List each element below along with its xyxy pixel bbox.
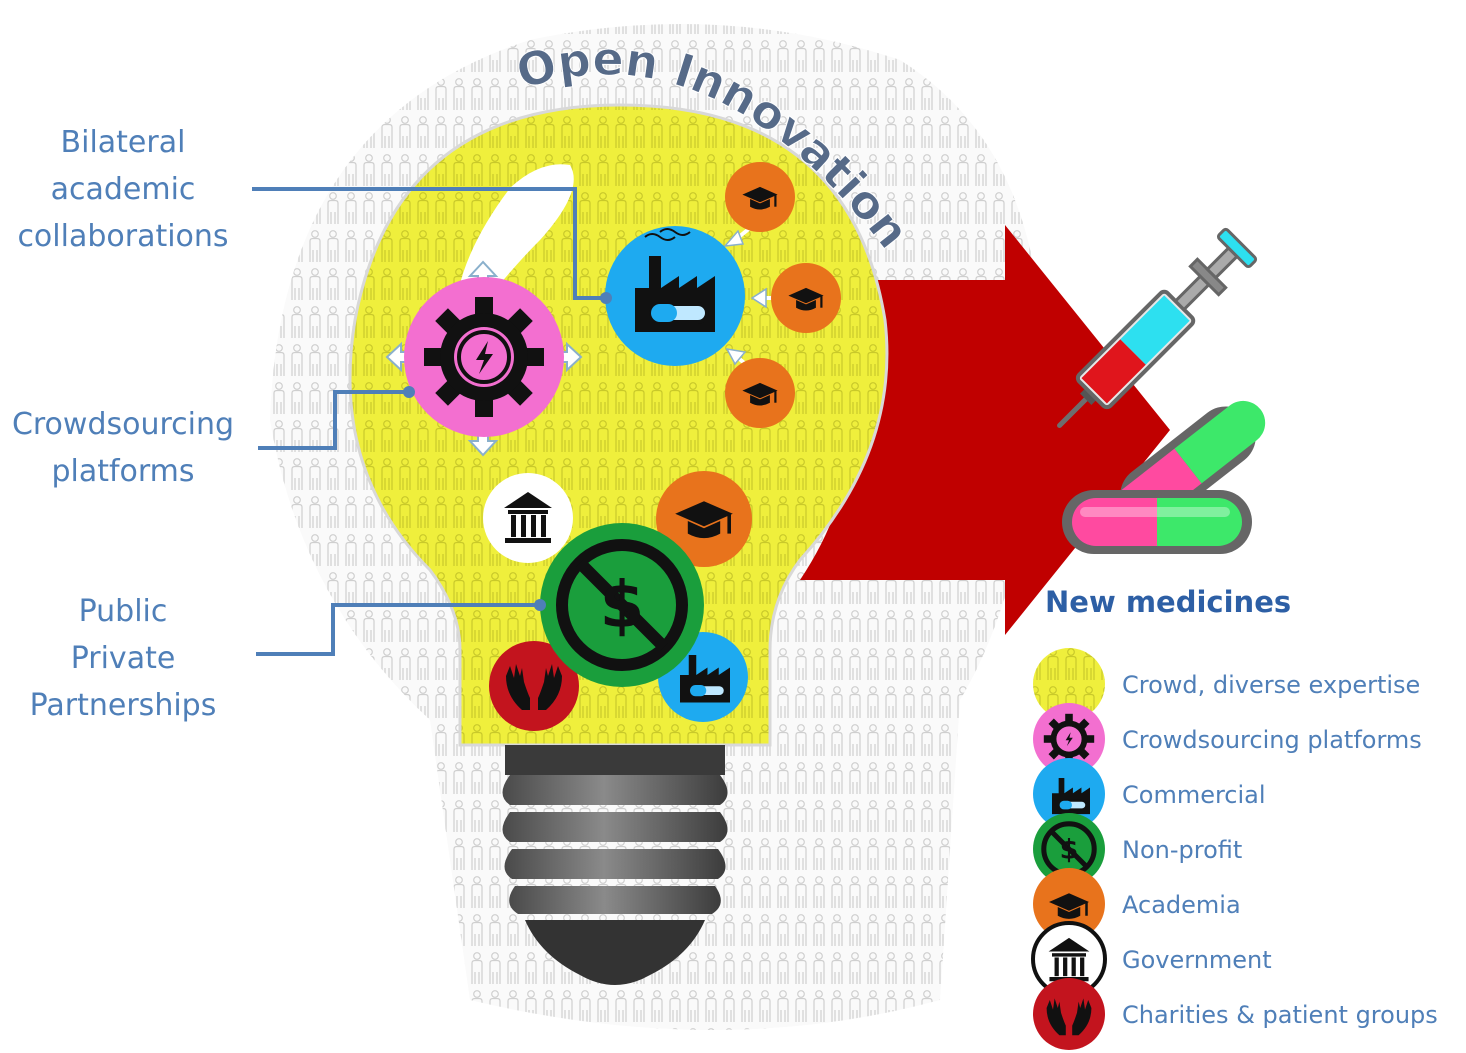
connector-lines — [252, 187, 606, 656]
academia-satellite — [771, 263, 841, 333]
label-line: academic — [50, 172, 196, 207]
factory-icon — [1033, 758, 1105, 830]
charity-node — [489, 641, 579, 731]
government-building-icon — [504, 492, 552, 543]
graduation-cap-icon — [1033, 868, 1105, 940]
legend-item: Commercial — [1032, 767, 1462, 823]
legend-icons: $ — [1031, 648, 1107, 1050]
nonprofit-node: $ — [540, 523, 704, 687]
legend-label: Charities & patient groups — [1122, 1001, 1438, 1029]
academia-satellite — [725, 162, 795, 232]
no-dollar-icon: $ — [556, 539, 688, 671]
hands-icon — [1033, 978, 1105, 1050]
legend-item: Academia — [1032, 877, 1462, 933]
label-line: platforms — [51, 454, 195, 489]
legend-label: Crowdsourcing platforms — [1122, 726, 1422, 754]
crowd-icon — [1033, 648, 1105, 720]
commercial-hub — [605, 162, 841, 428]
syringe-icon — [1057, 227, 1258, 428]
legend-item: Non-profit — [1032, 822, 1462, 878]
academia-satellite — [725, 358, 795, 428]
legend-label: Academia — [1122, 891, 1241, 919]
crowdsourcing-node — [385, 260, 583, 457]
svg-text:$: $ — [1060, 834, 1079, 865]
legend-label: Government — [1122, 946, 1272, 974]
no-dollar-icon: $ — [1033, 813, 1105, 885]
label-line: collaborations — [17, 219, 229, 254]
label-crowdsourcing-platforms: Crowdsourcing platforms — [5, 401, 241, 495]
legend-label: Non-profit — [1122, 836, 1243, 864]
label-line: Partnerships — [29, 688, 217, 723]
crowdsourcing-connector — [258, 390, 409, 450]
gear-icon — [424, 297, 544, 417]
label-bilateral-collaborations: Bilateral academic collaborations — [5, 119, 241, 260]
ppp-cluster: $ — [483, 471, 752, 731]
new-medicines-label: New medicines — [1045, 585, 1292, 619]
ppp-connector — [256, 603, 540, 656]
government-node — [483, 473, 573, 563]
academia-node — [656, 471, 752, 567]
legend-item: Charities & patient groups — [1032, 987, 1462, 1043]
legend-label: Commercial — [1122, 781, 1266, 809]
legend-item: Government — [1032, 932, 1462, 988]
svg-text:$: $ — [600, 569, 645, 643]
label-line: Public — [78, 594, 168, 629]
bilateral-connector — [252, 187, 606, 300]
label-line: Bilateral — [60, 125, 186, 160]
legend-label: Crowd, diverse expertise — [1122, 671, 1421, 699]
pills-icon — [1062, 400, 1266, 554]
bulb-base — [502, 745, 728, 985]
label-line: Private — [70, 641, 176, 676]
hands-icon — [506, 664, 562, 710]
legend-item: Crowd, diverse expertise — [1032, 657, 1462, 713]
legend-item: Crowdsourcing platforms — [1032, 712, 1462, 768]
label-public-private-partnerships: Public Private Partnerships — [5, 588, 241, 729]
label-line: Crowdsourcing — [11, 407, 235, 442]
